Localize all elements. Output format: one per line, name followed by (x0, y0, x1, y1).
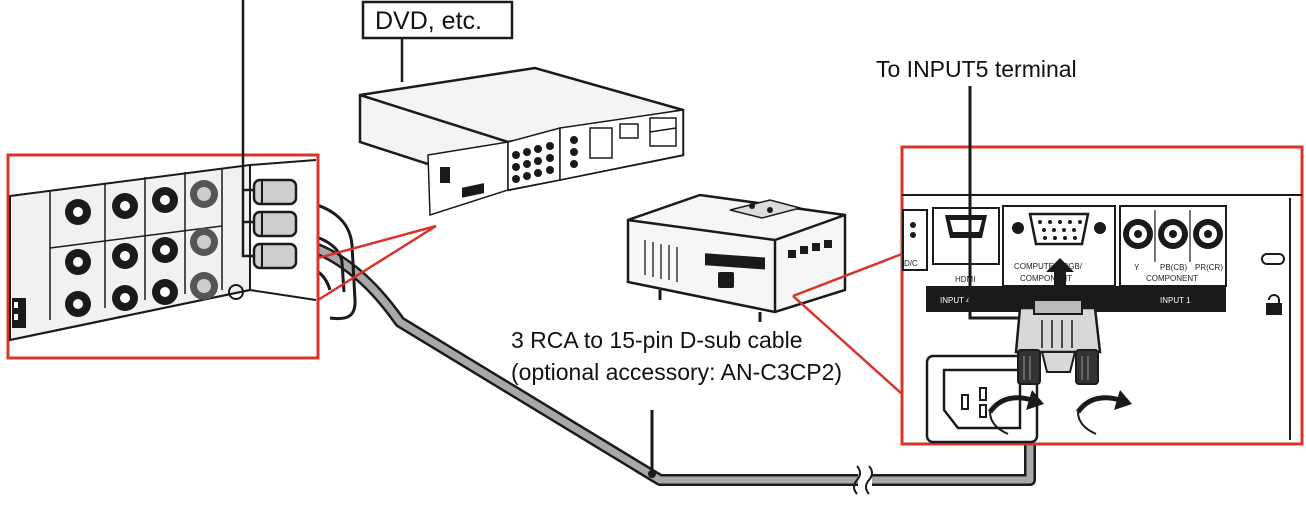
hdmi-label: HDMI (955, 275, 975, 284)
hdmi-port: HDMI (932, 207, 1000, 284)
pr-label: PR(CR) (1195, 263, 1223, 272)
dvd-rca-jacks (65, 180, 218, 317)
tighten-arrow-left (987, 390, 1044, 435)
computer-rgb-label: COMPUTER-RGB/ (1014, 262, 1083, 271)
input4-label: INPUT 4 (940, 296, 971, 305)
dsub-plug (1014, 299, 1102, 385)
pb-label: PB(CB) (1160, 263, 1187, 272)
projector-rear-panel-zoom: INPUT 4 INPUT 1 D/C HDMI COMPUTER-RGB/ C… (900, 145, 1304, 446)
component-group-label: COMPONENT (1146, 274, 1198, 283)
cable-break-mark (853, 465, 873, 495)
cable-label-line2: (optional accessory: AN-C3CP2) (511, 359, 842, 385)
lock-icon (1266, 294, 1282, 315)
dvi-edge-label: D/C (904, 259, 918, 268)
rca-plugs (252, 178, 298, 270)
leader-line-right (968, 86, 1020, 320)
left-zoom-lines (317, 224, 437, 302)
target-terminal-label: To INPUT5 terminal (876, 56, 1077, 82)
insert-arrow (1046, 258, 1074, 288)
ac-power-socket (925, 354, 1039, 444)
cable-label-line1: 3 RCA to 15-pin D-sub cable (511, 327, 803, 353)
dvd-player (358, 38, 685, 217)
device-label-box: DVD, etc. (361, 0, 514, 40)
right-zoom-lines (792, 252, 903, 395)
projector (626, 193, 847, 322)
input1-label: INPUT 1 (1160, 296, 1191, 305)
component-rca-jacks: Y PB(CB) PR(CR) COMPONENT (1119, 205, 1227, 287)
tighten-arrow-right (1075, 390, 1132, 435)
kensington-slot (1261, 253, 1285, 265)
device-label: DVD, etc. (375, 7, 482, 35)
dvd-rear-panel-zoom (6, 153, 320, 360)
component-label: COMPONENT (1020, 274, 1072, 283)
leader-line-left (241, 0, 254, 258)
y-label: Y (1134, 263, 1140, 272)
